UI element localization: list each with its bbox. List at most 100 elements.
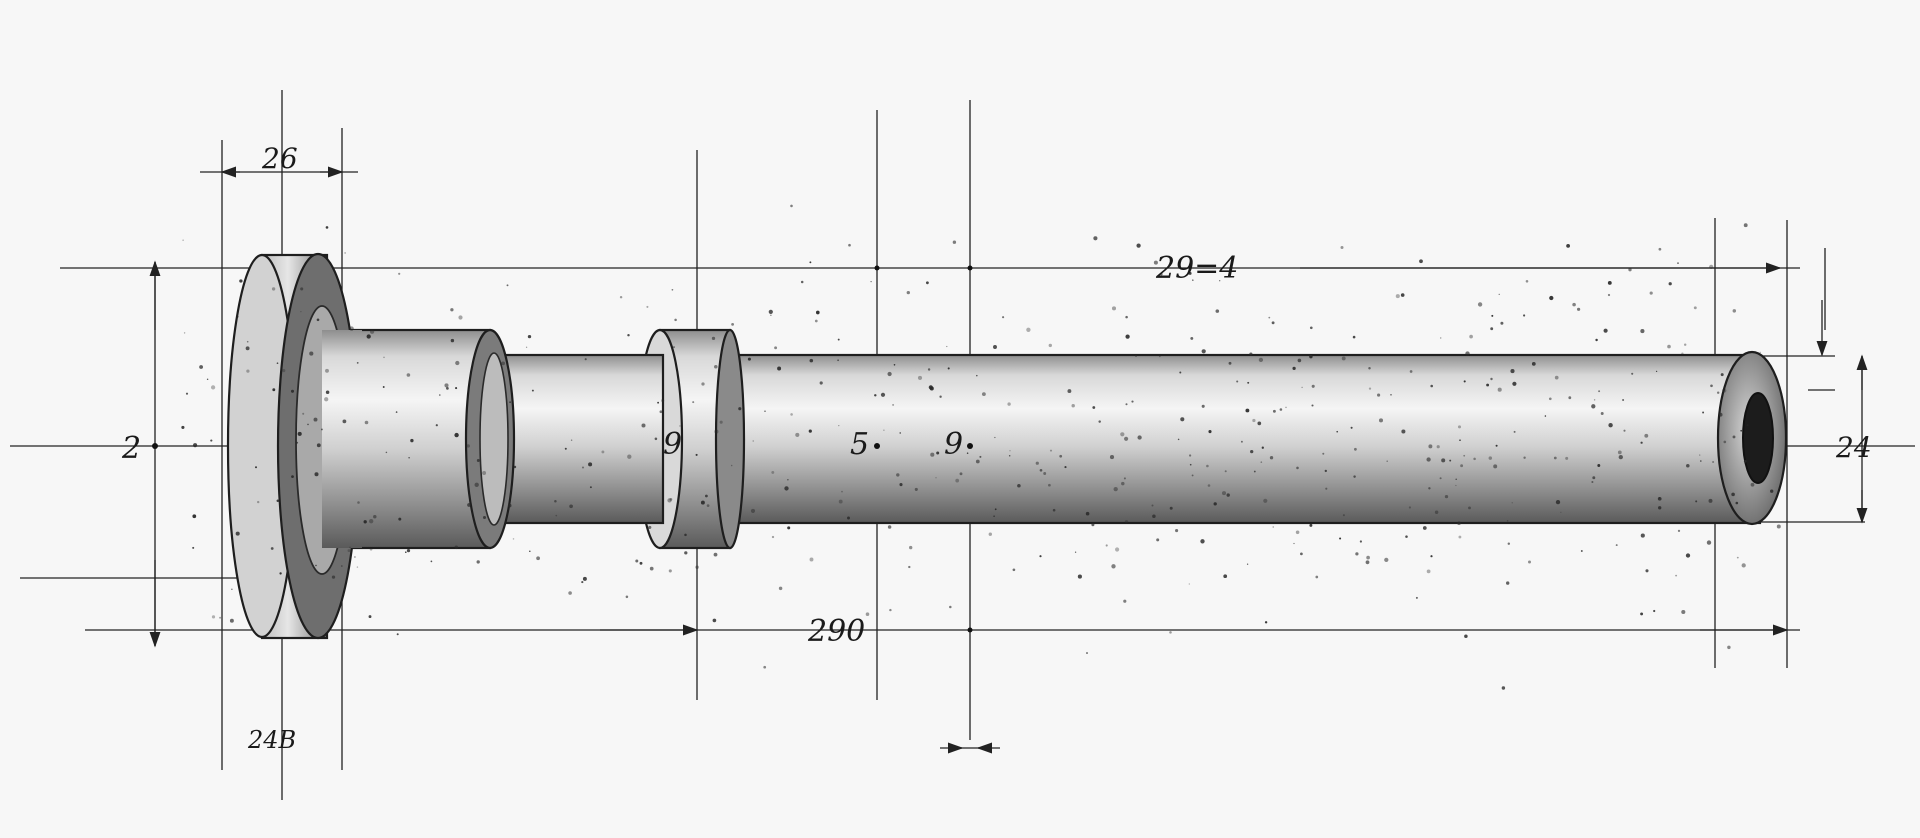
speckle bbox=[1109, 455, 1115, 460]
speckle bbox=[800, 280, 804, 284]
speckle bbox=[1296, 466, 1299, 470]
speckle bbox=[1513, 430, 1516, 433]
speckle bbox=[272, 388, 276, 392]
speckle bbox=[181, 425, 185, 429]
speckle bbox=[1261, 446, 1264, 449]
speckle bbox=[1727, 645, 1731, 650]
speckle bbox=[276, 362, 279, 365]
speckle bbox=[1490, 377, 1493, 381]
speckle bbox=[206, 378, 209, 381]
speckle bbox=[1105, 544, 1108, 547]
speckle bbox=[406, 548, 411, 553]
speckle bbox=[1677, 262, 1679, 264]
speckle bbox=[589, 486, 592, 489]
speckle bbox=[1593, 399, 1596, 401]
speckle bbox=[768, 309, 773, 315]
speckle bbox=[771, 470, 775, 474]
speckle bbox=[1405, 535, 1408, 538]
shaft-part bbox=[226, 252, 1788, 640]
speckle bbox=[582, 576, 587, 581]
speckle bbox=[917, 375, 923, 380]
speckle bbox=[1512, 381, 1517, 386]
speckle bbox=[1607, 293, 1611, 297]
speckle bbox=[1188, 454, 1192, 457]
speckle bbox=[896, 473, 900, 477]
speckle bbox=[1655, 370, 1658, 373]
speckle bbox=[899, 483, 903, 487]
speckle bbox=[1709, 264, 1714, 269]
speckle bbox=[1750, 482, 1755, 487]
speckle bbox=[1732, 309, 1737, 313]
speckle bbox=[300, 287, 304, 291]
speckle bbox=[764, 410, 766, 412]
speckle bbox=[1098, 420, 1101, 423]
speckle bbox=[1531, 362, 1536, 366]
speckle bbox=[1469, 334, 1473, 339]
main-shaft bbox=[698, 353, 1762, 525]
speckle bbox=[1039, 555, 1042, 558]
speckle bbox=[1125, 403, 1128, 406]
speckle bbox=[1322, 452, 1325, 455]
speckle bbox=[454, 432, 459, 438]
ink-speckles bbox=[181, 204, 1781, 690]
speckle bbox=[1507, 542, 1511, 545]
speckle bbox=[1523, 456, 1526, 459]
speckle bbox=[581, 581, 584, 584]
speckle bbox=[1736, 556, 1739, 559]
speckle bbox=[1428, 487, 1431, 490]
speckle bbox=[1136, 243, 1141, 248]
speckle bbox=[1384, 557, 1389, 563]
speckle bbox=[908, 565, 911, 569]
dim-label-center-a: 5 bbox=[850, 427, 869, 462]
speckle bbox=[714, 429, 719, 434]
speckle bbox=[993, 345, 997, 349]
speckle bbox=[1741, 563, 1746, 568]
speckle bbox=[979, 455, 982, 458]
speckle bbox=[1279, 408, 1283, 411]
hub-face-inner bbox=[479, 352, 509, 526]
dim-label-top-left-width: 26 bbox=[261, 142, 298, 175]
speckle bbox=[1301, 386, 1303, 389]
speckle bbox=[1658, 506, 1662, 510]
speckle bbox=[1200, 539, 1205, 544]
speckle bbox=[809, 261, 812, 264]
speckle bbox=[695, 565, 699, 569]
speckle bbox=[731, 323, 734, 326]
speckle bbox=[1464, 634, 1468, 639]
speckle bbox=[396, 633, 399, 636]
speckle bbox=[315, 564, 317, 567]
speckle bbox=[1125, 315, 1128, 319]
speckle bbox=[554, 499, 557, 503]
speckle bbox=[1449, 459, 1452, 462]
speckle bbox=[1257, 421, 1262, 426]
speckle bbox=[1554, 375, 1559, 380]
speckle bbox=[1352, 335, 1356, 339]
speckle bbox=[347, 549, 351, 553]
speckle bbox=[1491, 314, 1494, 317]
speckle bbox=[529, 550, 531, 553]
speckle bbox=[476, 459, 480, 462]
speckle bbox=[185, 392, 189, 395]
speckle bbox=[711, 336, 716, 341]
speckle bbox=[1342, 514, 1345, 517]
speckle bbox=[1592, 476, 1596, 480]
speckle bbox=[1137, 435, 1142, 440]
speckle bbox=[246, 369, 250, 373]
speckle bbox=[246, 340, 249, 343]
speckle bbox=[1668, 282, 1672, 286]
speckle bbox=[1607, 280, 1612, 285]
speckle bbox=[290, 389, 295, 393]
speckle bbox=[1640, 329, 1645, 334]
speckle bbox=[1269, 456, 1274, 460]
speckle bbox=[1017, 483, 1021, 488]
speckle bbox=[356, 566, 359, 568]
speckle bbox=[366, 334, 371, 339]
speckle bbox=[279, 572, 282, 575]
speckle bbox=[325, 368, 329, 373]
speckle bbox=[276, 499, 280, 503]
speckle bbox=[939, 395, 942, 398]
speckle bbox=[1292, 366, 1296, 371]
speckle bbox=[570, 439, 573, 441]
speckle bbox=[584, 358, 587, 361]
speckle bbox=[1706, 540, 1712, 545]
